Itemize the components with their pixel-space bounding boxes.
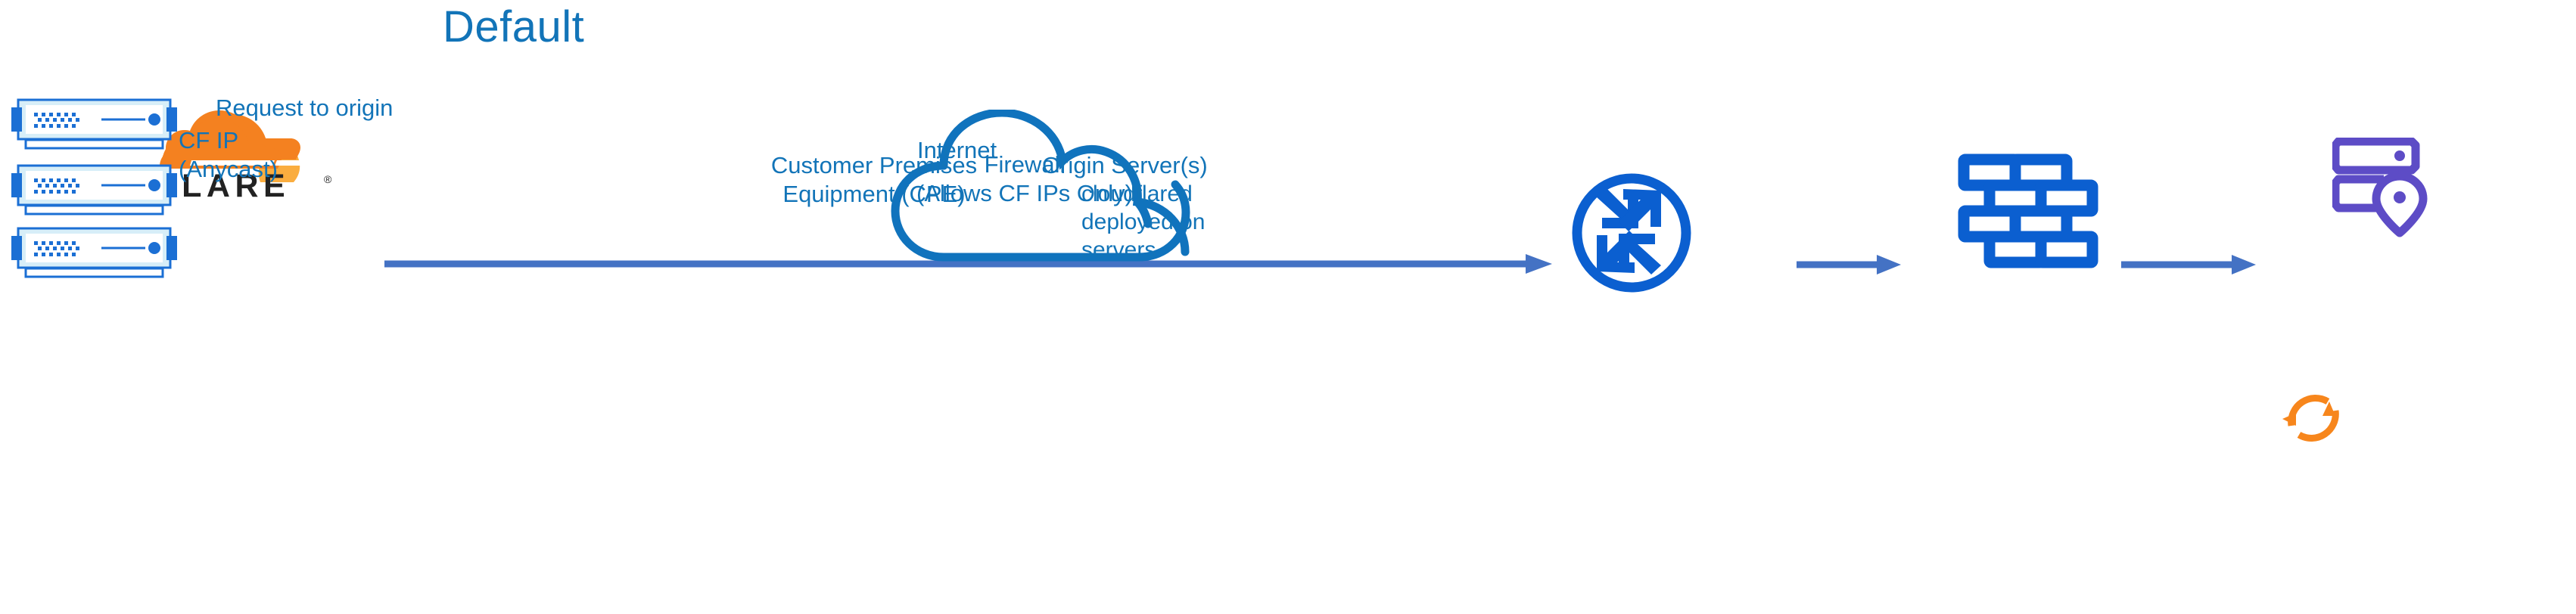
cf-ip-anycast-label: CF IP (Anycast)	[179, 127, 278, 182]
cf-edge-server-3	[9, 225, 179, 280]
page-title: Default	[443, 2, 585, 51]
internet-label: Internet	[917, 137, 997, 163]
request-to-origin-label: Request to origin	[216, 95, 394, 121]
arrow-cpe-to-firewall	[1797, 253, 1902, 276]
arrow-firewall-to-origin	[2121, 253, 2257, 276]
router-four-arrows-circle-icon	[1568, 169, 1695, 296]
brick-wall-firewall-icon	[1956, 154, 2103, 290]
firewall-label: Firewall (Allows CF IPs Only)	[916, 151, 1133, 206]
cloudflared-deployed-label: cloudflared deployed on servers	[1081, 181, 1206, 263]
svg-text:®: ®	[324, 173, 332, 185]
sync-circular-arrows-icon	[2281, 386, 2346, 451]
cf-edge-server-2	[9, 163, 179, 217]
arrow-cloudflare-to-cpe	[384, 253, 1554, 275]
server-rack-location-pin-icon	[2332, 138, 2446, 240]
origin-server-label: Origin Server(s)	[1042, 152, 1208, 178]
cpe-label: Customer Premises Equipment (CPE)	[770, 152, 978, 207]
cf-edge-server-1	[9, 97, 179, 151]
internet-cloud-icon	[836, 110, 1252, 268]
